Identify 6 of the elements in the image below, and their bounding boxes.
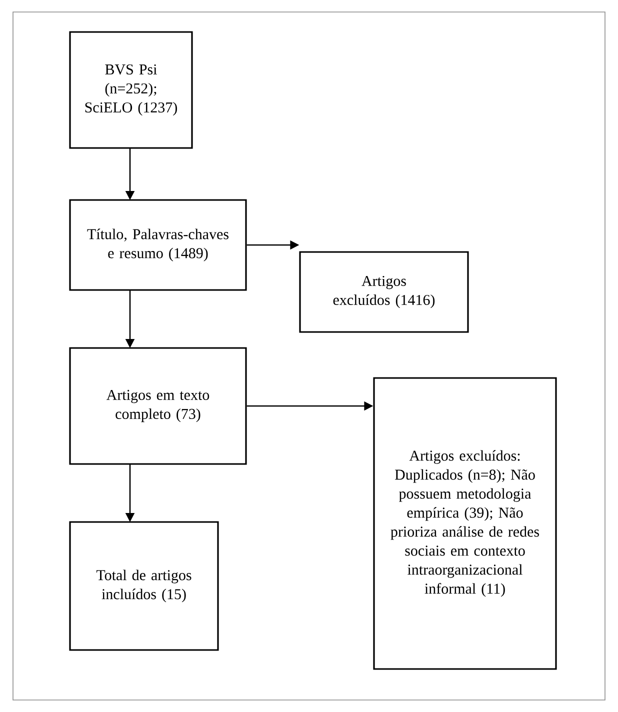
process-box: Total de artigos incluídos (15) — [69, 521, 219, 651]
process-box: Artigos excluídos: Duplicados (n=8); Não possuem metodologia empírica (39); Não prioriza análise de redes sociais em contexto intraorganizacional informal (11) — [373, 377, 557, 670]
process-box: Título, Palavras-chaves e resumo (1489) — [69, 199, 247, 291]
process-box: Artigos em texto completo (73) — [69, 347, 247, 465]
process-box: BVS Psi (n=252); SciELO (1237) — [69, 31, 193, 149]
process-box: Artigos excluídos (1416) — [299, 251, 469, 333]
